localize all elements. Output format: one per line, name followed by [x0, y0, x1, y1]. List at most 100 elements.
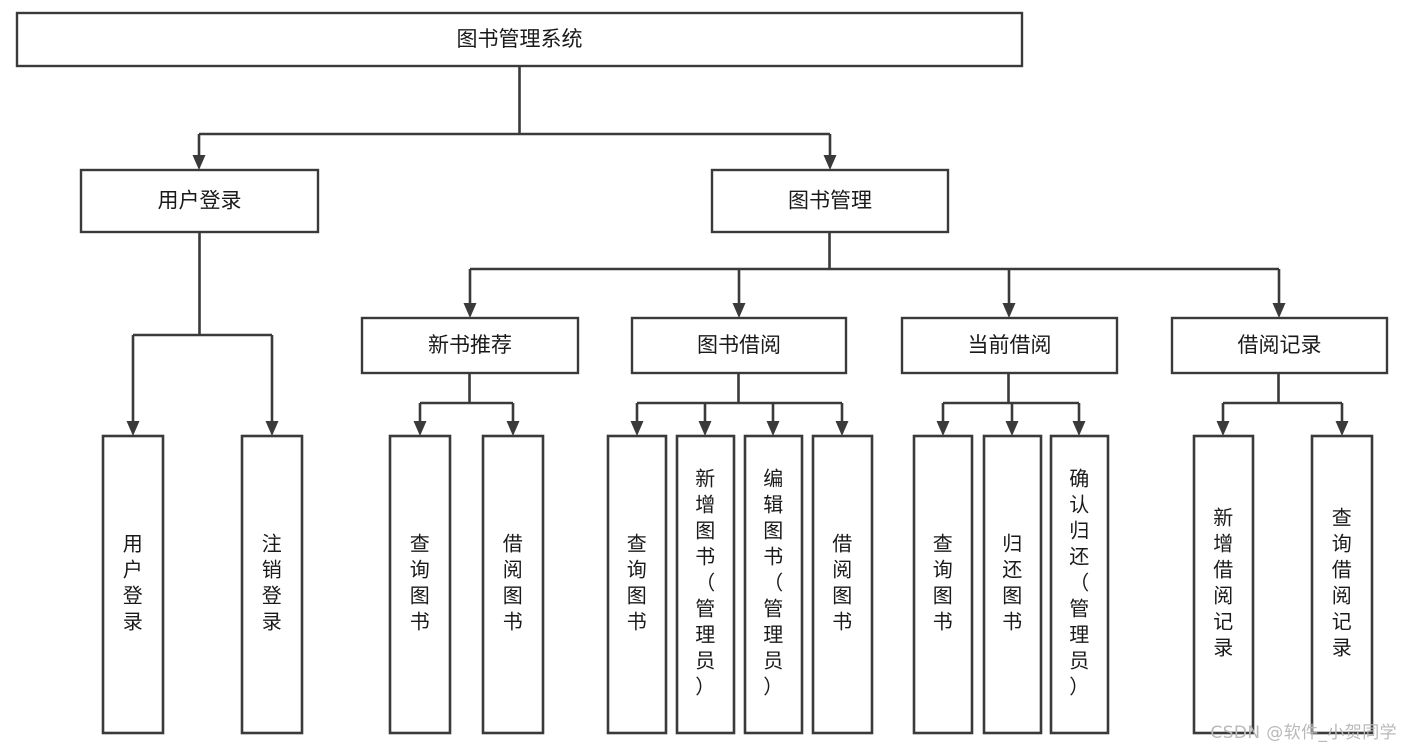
node-leaf-confirm-return-admin[interactable]: 确认归还（管理员） [1049, 434, 1110, 735]
arrow-head-icon [463, 303, 477, 318]
arrow-head-icon [192, 155, 206, 170]
node-leaf-edit-book-admin[interactable]: 编辑图书（管理员） [743, 434, 804, 735]
node-box-leaf-query-book-1[interactable] [388, 434, 452, 735]
arrow-head-icon [766, 421, 780, 436]
node-box-borrow-record[interactable] [1170, 316, 1389, 375]
arrow-head-icon [126, 421, 140, 436]
connector-layer [126, 66, 1349, 436]
node-leaf-query-book-2[interactable]: 查询图书 [606, 434, 668, 735]
arrow-head-icon [1072, 421, 1086, 436]
node-label-book-borrow: 图书借阅 [697, 334, 781, 357]
connector-user-login-to-leaf1 [126, 335, 140, 436]
arrow-head-icon [1335, 421, 1349, 436]
node-box-current-borrow[interactable] [900, 316, 1119, 375]
node-box-leaf-query-book-2[interactable] [606, 434, 668, 735]
node-book-borrow[interactable]: 图书借阅 [630, 316, 848, 375]
node-label-new-book-recommend: 新书推荐 [428, 334, 512, 357]
node-book-management[interactable]: 图书管理 [710, 168, 950, 234]
node-box-leaf-query-book-3[interactable] [912, 434, 974, 735]
connector-book-mgmt-to-book-borrow [732, 269, 746, 318]
node-box-leaf-edit-book-admin[interactable] [743, 434, 804, 735]
node-leaf-logout[interactable]: 注销登录 [240, 434, 304, 735]
node-label-leaf-return-book: 归还图书 [1002, 533, 1023, 634]
connector-current-borrow-to-leaf3 [1072, 403, 1086, 436]
node-box-leaf-user-login[interactable] [101, 434, 165, 735]
node-label-leaf-confirm-return-admin: 确认归还（管理员） [1069, 468, 1090, 699]
connector-new-book-to-leaf2 [506, 403, 520, 436]
node-label-user-login: 用户登录 [158, 190, 242, 213]
node-label-book-management: 图书管理 [788, 190, 872, 213]
node-box-new-book-recommend[interactable] [360, 316, 580, 375]
node-label-leaf-add-book-admin: 新增图书（管理员） [695, 468, 716, 699]
connector-book-borrow-to-leaf2 [698, 403, 712, 436]
node-leaf-add-borrow-record[interactable]: 新增借阅记录 [1192, 434, 1255, 735]
node-box-leaf-logout[interactable] [240, 434, 304, 735]
arrow-head-icon [265, 421, 279, 436]
connector-user-login-to-leaf2 [265, 335, 279, 436]
arrow-head-icon [506, 421, 520, 436]
node-box-book-borrow[interactable] [630, 316, 848, 375]
arrow-head-icon [1216, 421, 1230, 436]
node-leaf-borrow-book-1[interactable]: 借阅图书 [481, 434, 545, 735]
node-box-leaf-add-borrow-record[interactable] [1192, 434, 1255, 735]
connector-book-borrow-to-leaf1 [630, 403, 644, 436]
arrow-head-icon [835, 421, 849, 436]
node-leaf-borrow-book-2[interactable]: 借阅图书 [811, 434, 874, 735]
arrow-head-icon [1272, 303, 1286, 318]
node-label-leaf-query-book-2: 查询图书 [627, 533, 648, 634]
node-label-leaf-borrow-book-1: 借阅图书 [503, 533, 524, 634]
node-current-borrow[interactable]: 当前借阅 [900, 316, 1119, 375]
node-label-leaf-query-book-3: 查询图书 [933, 533, 954, 634]
arrow-head-icon [1002, 303, 1016, 318]
connector-root-to-book-management [823, 134, 837, 170]
connector-root-to-user-login [192, 134, 206, 170]
node-layer: 图书管理系统用户登录图书管理新书推荐图书借阅当前借阅借阅记录用户登录注销登录查询… [15, 11, 1389, 735]
node-box-leaf-confirm-return-admin[interactable] [1049, 434, 1110, 735]
node-box-root[interactable] [15, 11, 1024, 68]
connector-book-mgmt-to-borrow-record [1272, 269, 1286, 318]
node-user-login[interactable]: 用户登录 [79, 168, 320, 234]
connector-book-borrow-to-leaf3 [766, 403, 780, 436]
node-label-borrow-record: 借阅记录 [1238, 334, 1322, 357]
node-label-root: 图书管理系统 [457, 28, 583, 51]
watermark-text: CSDN @软件_小贺同学 [1210, 723, 1397, 743]
node-label-leaf-query-borrow-record: 查询借阅记录 [1332, 507, 1353, 660]
node-new-book-recommend[interactable]: 新书推荐 [360, 316, 580, 375]
node-leaf-add-book-admin[interactable]: 新增图书（管理员） [675, 434, 736, 735]
node-leaf-return-book[interactable]: 归还图书 [982, 434, 1043, 735]
connector-book-mgmt-to-current-borrow [1002, 269, 1016, 318]
arrow-head-icon [630, 421, 644, 436]
node-box-leaf-query-borrow-record[interactable] [1310, 434, 1374, 735]
node-label-leaf-borrow-book-2: 借阅图书 [832, 533, 853, 634]
node-box-leaf-borrow-book-2[interactable] [811, 434, 874, 735]
node-label-current-borrow: 当前借阅 [968, 334, 1052, 357]
node-label-leaf-logout: 注销登录 [262, 533, 283, 634]
node-box-book-management[interactable] [710, 168, 950, 234]
arrow-head-icon [732, 303, 746, 318]
node-borrow-record[interactable]: 借阅记录 [1170, 316, 1389, 375]
node-box-leaf-add-book-admin[interactable] [675, 434, 736, 735]
connector-current-borrow-to-leaf2 [1005, 403, 1019, 436]
node-label-leaf-user-login: 用户登录 [123, 534, 144, 634]
node-box-leaf-borrow-book-1[interactable] [481, 434, 545, 735]
node-leaf-query-borrow-record[interactable]: 查询借阅记录 [1310, 434, 1374, 735]
connector-borrow-record-to-leaf2 [1335, 403, 1349, 436]
node-label-leaf-add-borrow-record: 新增借阅记录 [1213, 507, 1234, 660]
node-leaf-user-login[interactable]: 用户登录 [101, 434, 165, 735]
connector-borrow-record-to-leaf1 [1216, 403, 1230, 436]
arrow-head-icon [413, 421, 427, 436]
connector-new-book-to-leaf1 [413, 403, 427, 436]
connector-book-borrow-to-leaf4 [835, 403, 849, 436]
arrow-head-icon [936, 421, 950, 436]
node-root[interactable]: 图书管理系统 [15, 11, 1024, 68]
node-label-leaf-edit-book-admin: 编辑图书（管理员） [763, 468, 784, 699]
node-box-leaf-return-book[interactable] [982, 434, 1043, 735]
arrow-head-icon [1005, 421, 1019, 436]
arrow-head-icon [823, 155, 837, 170]
node-box-user-login[interactable] [79, 168, 320, 234]
node-leaf-query-book-1[interactable]: 查询图书 [388, 434, 452, 735]
node-leaf-query-book-3[interactable]: 查询图书 [912, 434, 974, 735]
arrow-head-icon [698, 421, 712, 436]
